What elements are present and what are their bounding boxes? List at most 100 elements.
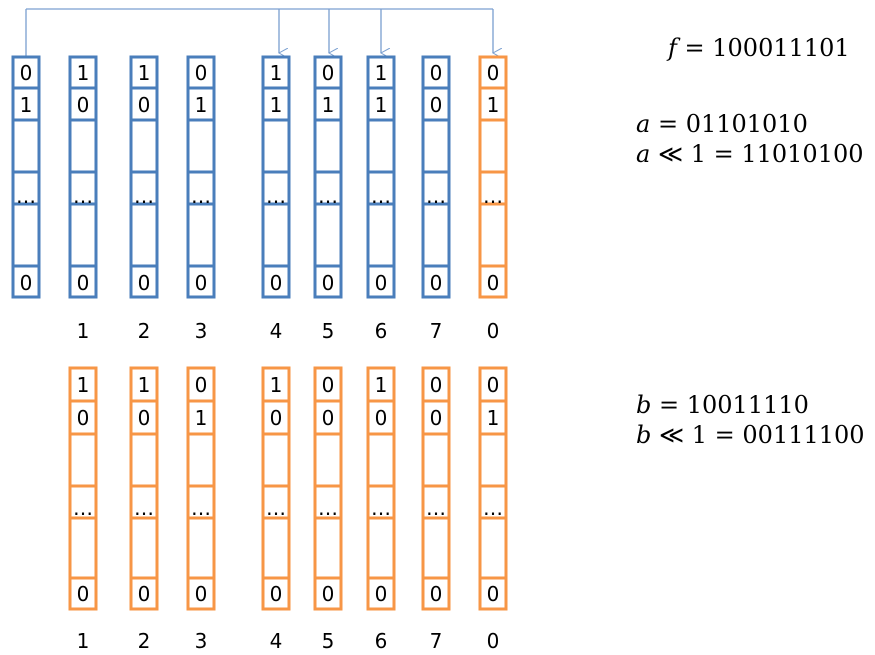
last-bit-value: 0 [270, 271, 283, 295]
bit-0-value: 0 [487, 61, 500, 85]
ellipsis-mark: … [483, 184, 503, 208]
column-frame [261, 366, 291, 611]
feedback-arrows [25, 8, 493, 57]
bottom-column: 10…06 [366, 366, 396, 653]
top-columns: 01…010…0110…0201…0311…0401…0511…0600…070… [11, 55, 508, 343]
top-column: 1 0 … 0 1 [68, 55, 98, 343]
ellipsis-mark: … [73, 184, 93, 208]
bit-0-value: 0 [322, 373, 335, 397]
ellipsis-mark: … [73, 496, 93, 520]
column-frame [313, 366, 343, 611]
last-bit-value: 0 [77, 271, 90, 295]
ellipsis-mark: … [318, 184, 338, 208]
ellipsis-mark: … [371, 184, 391, 208]
column-index-label: 7 [430, 319, 443, 343]
bit-0-value: 1 [77, 61, 90, 85]
column-frame [129, 366, 159, 611]
last-bit-value: 0 [322, 582, 335, 606]
bit-1-value: 0 [77, 406, 90, 430]
bit-1-value: 1 [487, 93, 500, 117]
top-column: 0 1 … 0 0 [478, 55, 508, 343]
bit-1-value: 1 [322, 93, 335, 117]
last-bit-value: 0 [138, 271, 151, 295]
last-bit-value: 0 [487, 271, 500, 295]
column-frame [366, 366, 396, 611]
ellipsis-mark: … [483, 496, 503, 520]
bit-1-value: 1 [20, 93, 33, 117]
bit-0-value: 0 [195, 61, 208, 85]
ellipsis-mark: … [266, 496, 286, 520]
bit-0-value: 1 [138, 373, 151, 397]
bit-1-value: 0 [430, 93, 443, 117]
ellipsis-mark: … [134, 184, 154, 208]
equation-b-shift: b ≪ 1 = 00111100 [636, 421, 865, 449]
column-index-label: 1 [77, 319, 90, 343]
last-bit-value: 0 [270, 582, 283, 606]
bit-0-value: 1 [375, 61, 388, 85]
ellipsis-mark: … [191, 184, 211, 208]
bit-0-value: 1 [77, 373, 90, 397]
column-frame [478, 55, 508, 299]
last-bit-value: 0 [195, 582, 208, 606]
column-frame [366, 55, 396, 299]
column-index-label: 3 [195, 629, 208, 653]
bottom-column: 0 1 … 0 3 [186, 366, 216, 653]
bit-1-value: 0 [77, 93, 90, 117]
bit-0-value: 0 [430, 373, 443, 397]
column-index-label: 6 [375, 319, 388, 343]
column-frame [261, 55, 291, 299]
ellipsis-mark: … [371, 496, 391, 520]
last-bit-value: 0 [20, 271, 33, 295]
column-frame [68, 55, 98, 299]
last-bit-value: 0 [430, 582, 443, 606]
top-column: 0 1 … 0 [11, 55, 41, 299]
bottom-column: 01…00 [478, 366, 508, 653]
last-bit-value: 0 [195, 271, 208, 295]
bit-1-value: 1 [195, 406, 208, 430]
top-column: 11…04 [261, 55, 291, 343]
column-index-label: 0 [487, 319, 500, 343]
last-bit-value: 0 [375, 271, 388, 295]
column-index-label: 2 [138, 319, 151, 343]
column-frame [11, 55, 41, 299]
column-index-label: 0 [487, 629, 500, 653]
top-column: 0 1 … 0 3 [186, 55, 216, 343]
equation-a-shift: a ≪ 1 = 11010100 [636, 140, 864, 168]
column-index-label: 7 [430, 629, 443, 653]
bit-0-value: 0 [195, 373, 208, 397]
top-column: 01…05 [313, 55, 343, 343]
column-frame [478, 366, 508, 611]
bit-0-value: 1 [270, 373, 283, 397]
ellipsis-mark: … [318, 496, 338, 520]
bit-1-value: 0 [138, 93, 151, 117]
top-column: 1 1 … 0 6 [366, 55, 396, 343]
column-index-label: 2 [138, 629, 151, 653]
column-frame [186, 366, 216, 611]
bit-1-value: 0 [138, 406, 151, 430]
bit-0-value: 0 [20, 61, 33, 85]
column-frame [421, 55, 451, 299]
ellipsis-mark: … [266, 184, 286, 208]
last-bit-value: 0 [375, 582, 388, 606]
column-frame [186, 55, 216, 299]
bottom-column: 10…02 [129, 366, 159, 653]
column-index-label: 3 [195, 319, 208, 343]
equation-f: f = 100011101 [668, 34, 850, 62]
ellipsis-mark: … [426, 496, 446, 520]
top-column: 10…02 [129, 55, 159, 343]
top-column: 00…07 [421, 55, 451, 343]
bit-1-value: 1 [375, 93, 388, 117]
bit-1-value: 1 [487, 406, 500, 430]
ellipsis-mark: … [191, 496, 211, 520]
ellipsis-mark: … [16, 184, 36, 208]
column-index-label: 4 [270, 319, 283, 343]
ellipsis-mark: … [426, 184, 446, 208]
column-frame [68, 366, 98, 611]
bit-1-value: 1 [195, 93, 208, 117]
bottom-column: 0 0 … 0 7 [421, 366, 451, 653]
equation-b: b = 10011110 [636, 391, 809, 419]
bit-1-value: 0 [430, 406, 443, 430]
column-index-label: 6 [375, 629, 388, 653]
